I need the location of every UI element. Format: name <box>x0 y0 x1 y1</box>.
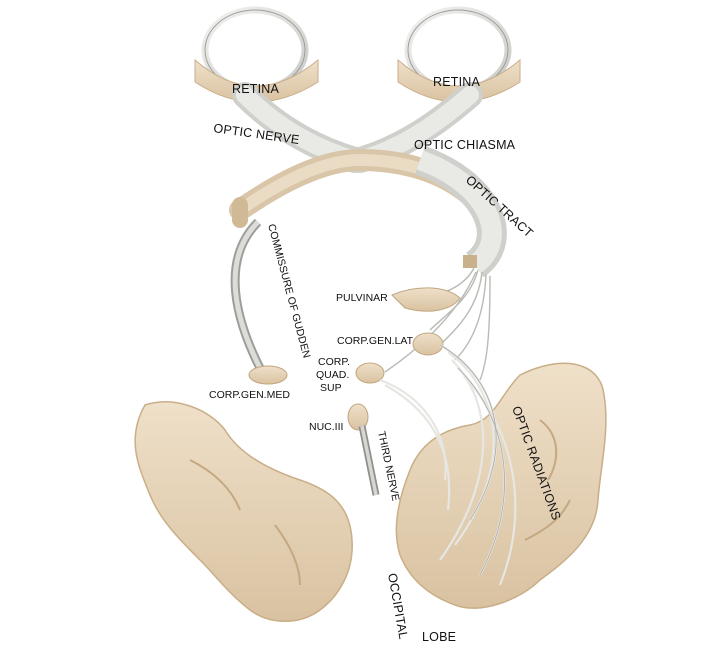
right-retina <box>397 58 521 103</box>
corp-gen-lat-body <box>412 332 444 356</box>
label-pulvinar: PULVINAR <box>336 292 388 304</box>
thalamic-nuclei <box>347 287 461 431</box>
right-occipital-lobe <box>395 362 607 609</box>
third-nerve <box>358 425 380 496</box>
label-commissure: COMMISSURE OF GUDDEN <box>265 223 312 360</box>
label-corp-quad-3: SUP <box>320 382 342 394</box>
left-occipital-lobe <box>134 401 353 622</box>
corp-quad-sup-body <box>355 362 385 384</box>
nuc-iii-body <box>347 403 369 431</box>
pulvinar-body <box>391 287 461 312</box>
label-corp-quad-1: CORP. <box>318 356 350 368</box>
label-nuc-iii: NUC.III <box>309 421 343 433</box>
label-optic-chiasma: OPTIC CHIASMA <box>414 138 516 152</box>
left-retina <box>194 58 319 103</box>
label-occipital: OCCIPITAL <box>385 572 410 640</box>
corp-gen-med-body <box>248 365 288 385</box>
label-corp-gen-lat: CORP.GEN.LAT <box>337 335 414 347</box>
label-retina-left: RETINA <box>232 82 280 96</box>
label-third-nerve: THIRD NERVE <box>375 430 401 502</box>
label-corp-gen-med: CORP.GEN.MED <box>209 389 290 401</box>
label-lobe: LOBE <box>422 630 456 644</box>
tract-fibers <box>384 267 491 381</box>
label-retina-right: RETINA <box>433 75 481 89</box>
label-corp-quad-2: QUAD. <box>316 369 349 381</box>
commissure-of-gudden <box>230 218 288 385</box>
optic-radiations-edges <box>439 344 505 576</box>
optic-tract <box>414 145 507 278</box>
